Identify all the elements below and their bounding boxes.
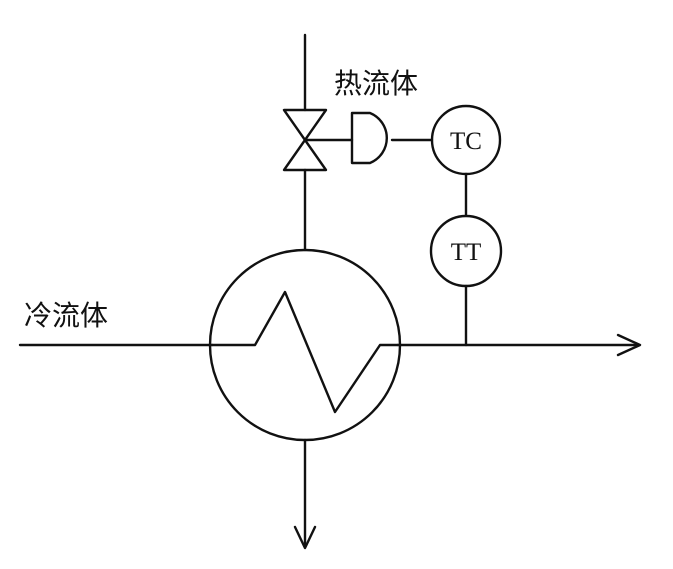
tt-label: TT bbox=[451, 239, 482, 266]
hot-fluid-label: 热流体 bbox=[334, 67, 418, 100]
hot-outlet-arrowhead-icon bbox=[293, 525, 317, 550]
heat-exchanger-coil bbox=[210, 290, 400, 414]
control-valve-upper-triangle bbox=[282, 108, 328, 142]
tc-label: TC bbox=[450, 128, 482, 155]
control-valve-lower-triangle bbox=[282, 138, 328, 172]
valve-actuator bbox=[350, 111, 388, 165]
cold-fluid-label: 冷流体 bbox=[24, 299, 108, 332]
outlet-arrowhead-icon bbox=[616, 333, 642, 357]
